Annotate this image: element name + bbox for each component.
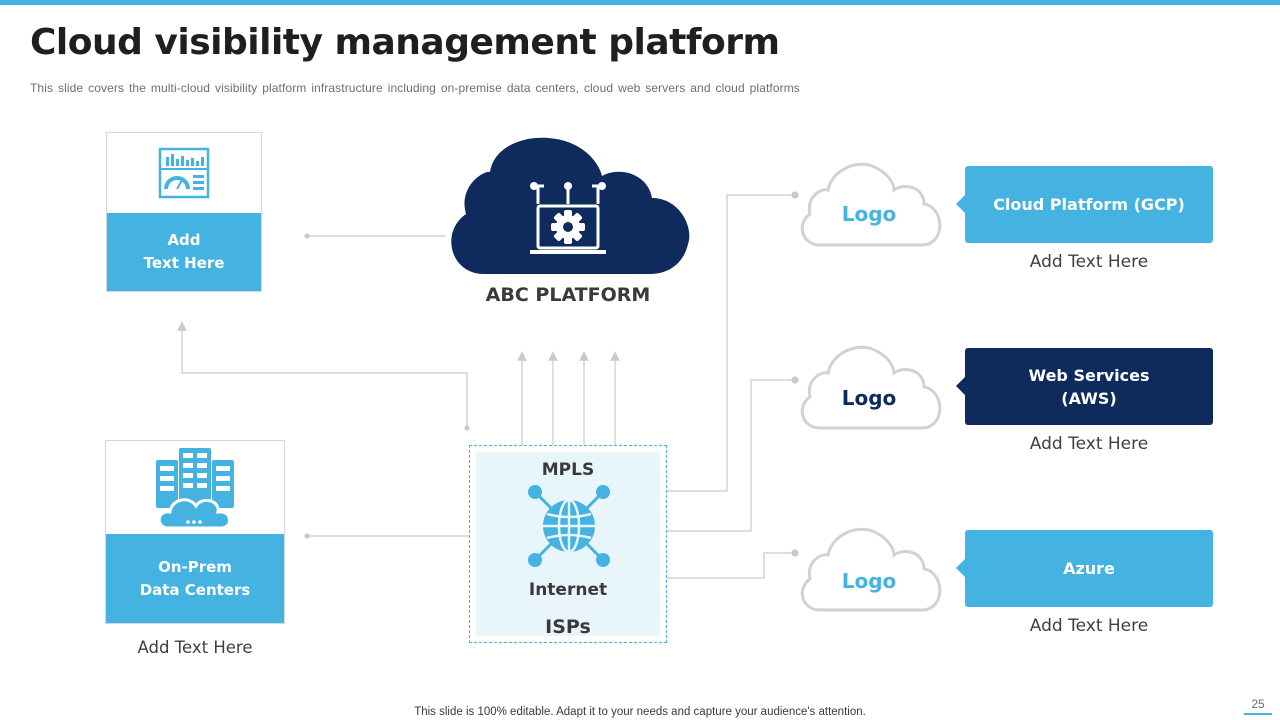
- provider-aws-caption: Add Text Here: [1029, 434, 1149, 454]
- logo-cloud-2: [800, 345, 942, 430]
- slide-footer: This slide is 100% editable. Adapt it to…: [414, 706, 866, 718]
- mpls-label: MPLS: [541, 460, 595, 480]
- page-number: 25: [1251, 697, 1265, 711]
- page-number-underline: [1244, 713, 1272, 715]
- connector-isp-to-logo-2: [667, 379, 795, 532]
- provider-azure: Azure: [956, 530, 1213, 607]
- on-prem-caption: Add Text Here: [137, 638, 253, 657]
- connector-isp-to-logo-3: [667, 552, 795, 579]
- provider-gcp-caption: Add Text Here: [1029, 252, 1149, 272]
- logo-label-2: Logo: [841, 386, 897, 410]
- on-prem-card: On-Prem Data Centers: [105, 440, 285, 624]
- on-prem-card-label: On-Prem Data Centers: [106, 534, 284, 623]
- dashboard-icon: [107, 133, 261, 213]
- internet-label: Internet: [528, 580, 608, 600]
- provider-azure-caption: Add Text Here: [1029, 616, 1149, 636]
- isp-box-inner: MPLS Internet ISPs: [476, 452, 660, 638]
- logo-cloud-1: [800, 162, 942, 247]
- add-text-card: Add Text Here: [106, 132, 262, 292]
- isps-label: ISPs: [545, 616, 591, 638]
- slide-title: Cloud visibility management platform: [30, 22, 780, 63]
- provider-gcp: Cloud Platform (GCP): [956, 166, 1213, 243]
- provider-aws: Web Services (AWS): [956, 348, 1213, 425]
- platform-cloud: [451, 137, 690, 274]
- isp-box: MPLS Internet ISPs: [469, 445, 667, 643]
- connector-isp-to-card: [177, 321, 468, 428]
- slide-subtitle: This slide covers the multi-cloud visibi…: [30, 81, 800, 95]
- logo-label-1: Logo: [841, 202, 897, 226]
- connector-isp-to-logo-1: [667, 194, 795, 492]
- add-text-card-label: Add Text Here: [107, 213, 261, 291]
- server-cloud-icon: [106, 441, 284, 535]
- top-accent-bar: [0, 0, 1280, 5]
- logo-label-3: Logo: [841, 569, 897, 593]
- globe-network-icon: [528, 485, 610, 567]
- logo-cloud-3: [800, 527, 942, 612]
- platform-label: ABC PLATFORM: [485, 284, 651, 306]
- laptop-gear-icon: [530, 184, 606, 254]
